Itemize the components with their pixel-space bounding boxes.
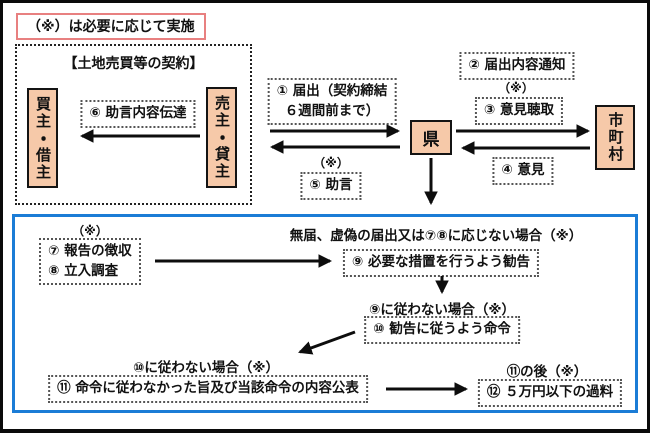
- contract-title: 【土地売買等の契約】: [63, 56, 204, 72]
- step1-line1: ① 届出（契約締結: [276, 83, 388, 99]
- prefecture-label: 県: [422, 130, 440, 150]
- legend-note: （※）は必要に応じて実施: [16, 13, 206, 40]
- step3-box: ③ 意見聴取: [474, 97, 564, 125]
- prefecture-box: 県: [410, 120, 452, 155]
- step8-line: ⑧ 立入調査: [48, 262, 119, 279]
- step4-box: ④ 意見: [492, 157, 554, 185]
- step1-box: ① 届出（契約締結 ６週間前まで）: [267, 78, 397, 126]
- seller-label: 売主・貸主: [213, 95, 231, 180]
- step11-box: ⑪ 命令に従わなかった旨及び当該命令の内容公表: [48, 375, 368, 403]
- legend-note-text: （※）は必要に応じて実施: [27, 19, 195, 35]
- buyer-box: 買主・借主: [27, 88, 58, 188]
- step12-box: ⑫ ５万円以下の過料: [477, 379, 623, 407]
- step10-box: ⑩ 勧告に従うよう命令: [364, 316, 520, 344]
- step7-asterisk-mark: （※）: [72, 224, 108, 238]
- step5-box: ⑤ 助言: [300, 172, 362, 200]
- step5-asterisk-mark: （※）: [313, 156, 349, 170]
- case11-caption: ⑩に従わない場合（※）: [132, 360, 280, 376]
- step1-line2: ６週間前まで）: [284, 102, 380, 119]
- case10-caption: ⑨に従わない場合（※）: [368, 302, 516, 318]
- step7-8-box: ⑦ 報告の徴収 ⑧ 立入調査: [39, 238, 141, 286]
- step2-box: ② 届出内容通知: [459, 52, 575, 80]
- buyer-label: 買主・借主: [34, 95, 52, 181]
- step9-box: ⑨ 必要な措置を行うよう勧告: [342, 249, 540, 277]
- case12-caption: ⑪の後（※）: [506, 364, 588, 380]
- municipality-box: 市町村: [595, 105, 635, 170]
- step6-box: ⑥ 助言内容伝達: [80, 100, 196, 128]
- step7-line: ⑦ 報告の徴収: [48, 243, 132, 259]
- municipality-label: 市町村: [606, 112, 625, 163]
- step3-asterisk-mark: （※）: [498, 81, 534, 95]
- case9-caption: 無届、虚偽の届出又は⑦⑧に応じない場合（※）: [289, 228, 583, 244]
- seller-box: 売主・貸主: [206, 87, 237, 188]
